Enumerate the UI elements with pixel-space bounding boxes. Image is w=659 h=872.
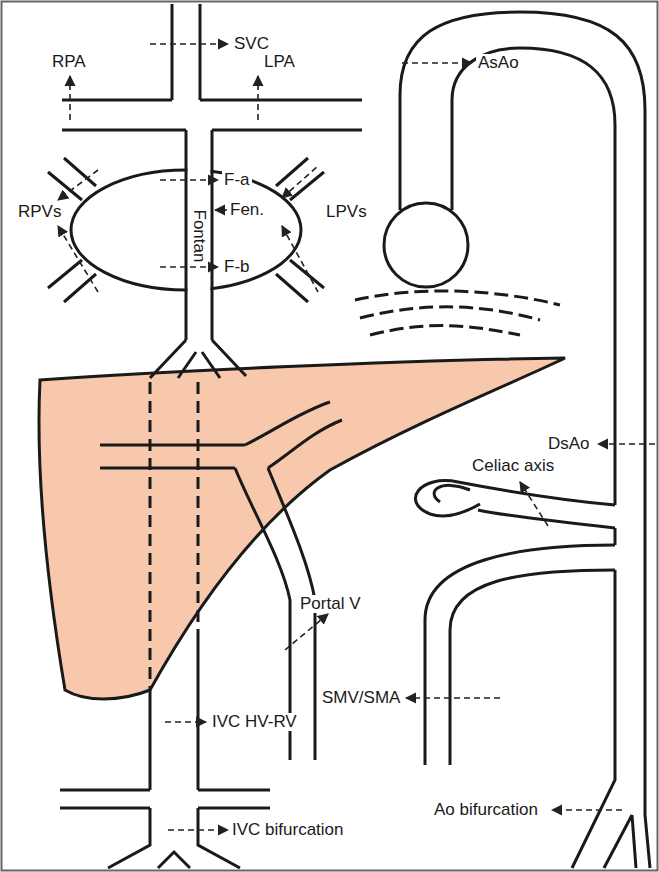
structure-label: Portal V xyxy=(298,595,362,614)
iliac-split xyxy=(604,815,636,868)
structure-label: SVC xyxy=(232,35,271,54)
leader-line xyxy=(215,209,227,211)
aorta-inner xyxy=(452,48,615,868)
structure-label: F-a xyxy=(222,171,252,190)
structure-label: DsAo xyxy=(546,435,592,454)
structure-label: Ao bifurcation xyxy=(432,801,540,820)
sma xyxy=(425,545,615,765)
structure-label: Fen. xyxy=(228,201,266,220)
structure-label: RPVs xyxy=(16,203,63,222)
celiac-axis xyxy=(415,481,615,528)
vessels xyxy=(48,4,650,868)
structure-label: IVC HV-RV xyxy=(210,713,299,732)
structure-label: AsAo xyxy=(476,54,521,73)
fontan-conduit xyxy=(186,130,212,340)
structure-label: LPA xyxy=(262,53,297,72)
structure-label: RPA xyxy=(50,53,88,72)
aorta-outer xyxy=(400,12,650,868)
aortic-root xyxy=(384,203,468,287)
structure-label: SMV/SMA xyxy=(320,689,402,708)
leader-lines xyxy=(58,44,655,830)
celiac-loop xyxy=(434,485,470,502)
svc xyxy=(172,4,200,100)
hidden-vessels xyxy=(355,291,560,335)
structure-label: LPVs xyxy=(324,203,369,222)
structure-label: F-b xyxy=(222,258,252,277)
portal-branches xyxy=(100,402,342,468)
structure-label: Celiac axis xyxy=(470,457,556,476)
structure-label: Fontan xyxy=(190,208,209,265)
hepatic-branches xyxy=(150,340,246,378)
liver xyxy=(39,358,565,699)
structure-label: IVC bifurcation xyxy=(230,821,346,840)
pulmonary-arteries xyxy=(62,100,362,130)
ivc-intrahepatic xyxy=(150,382,198,690)
